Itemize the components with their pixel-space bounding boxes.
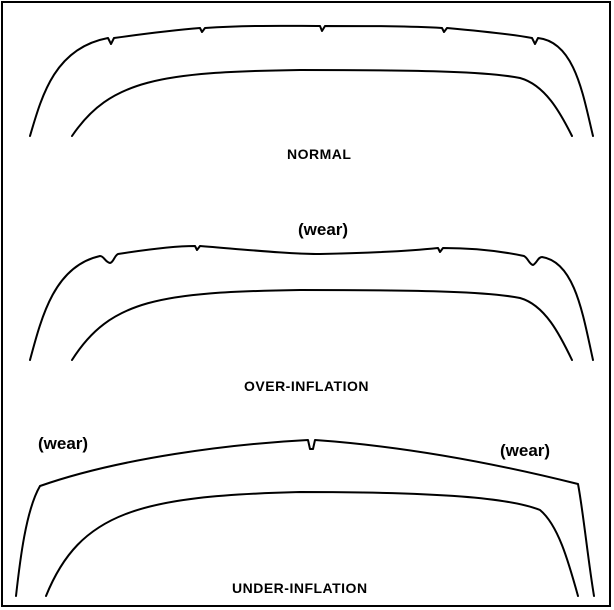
over-inflation-label: OVER-INFLATION — [244, 378, 369, 394]
over-inflation-tire-profile — [29, 245, 594, 361]
under-inflation-label: UNDER-INFLATION — [232, 580, 368, 596]
under-wear-right-label: (wear) — [500, 441, 551, 460]
under-inner-liner — [45, 491, 579, 597]
normal-outer-tread — [29, 24, 594, 137]
under-outer-tread — [15, 439, 595, 597]
normal-inner-liner — [71, 69, 573, 137]
over-wear-label: (wear) — [298, 220, 349, 239]
under-wear-left-label: (wear) — [38, 434, 89, 453]
normal-tire-profile — [29, 24, 594, 137]
normal-label: NORMAL — [287, 146, 352, 162]
over-outer-tread — [29, 245, 594, 361]
under-inflation-tire-profile — [15, 439, 595, 597]
over-inner-liner — [71, 289, 573, 361]
